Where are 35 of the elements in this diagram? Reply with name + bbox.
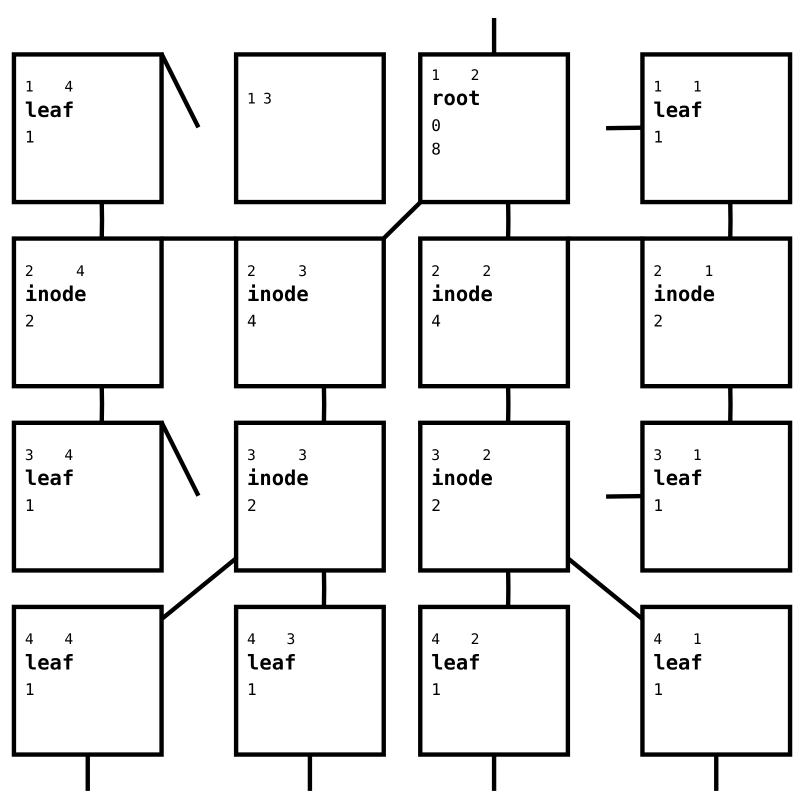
node-box: 1 4 leaf 1 — [12, 52, 164, 204]
connector — [160, 52, 200, 128]
connector — [160, 236, 238, 240]
node-box: 2 3 inode 4 — [234, 236, 386, 388]
connector — [322, 386, 326, 422]
node-box: 3 3 inode 2 — [234, 420, 386, 572]
connector — [506, 386, 511, 422]
node-box: 3 1 leaf 1 — [640, 420, 792, 572]
connector — [492, 17, 496, 54]
connector — [506, 202, 511, 238]
connector — [86, 754, 90, 790]
node-box: 4 4 leaf 1 — [12, 604, 164, 756]
connector — [160, 420, 200, 496]
node-box: 4 1 leaf 1 — [640, 604, 792, 756]
node-box: 1 2 root 0 8 — [418, 52, 570, 204]
connector — [492, 754, 496, 790]
node-box: 2 1 inode 2 — [640, 236, 792, 388]
node-box: 2 4 inode 2 — [12, 236, 164, 388]
node-box: 3 2 inode 2 — [418, 420, 570, 572]
node-box: 1 3 — [234, 52, 386, 204]
connector — [728, 386, 733, 422]
connector — [714, 754, 718, 790]
connector — [566, 236, 644, 240]
connector — [100, 202, 104, 238]
node-box: 1 1 leaf 1 — [640, 52, 792, 204]
connector — [308, 754, 312, 790]
node-box: 2 2 inode 4 — [418, 236, 570, 388]
connector — [100, 386, 104, 422]
node-box: 3 4 leaf 1 — [12, 420, 164, 572]
connector — [322, 570, 326, 606]
connector — [728, 202, 733, 238]
connector — [382, 200, 422, 240]
node-box: 4 2 leaf 1 — [418, 604, 570, 756]
connector — [506, 570, 511, 606]
node-box: 4 3 leaf 1 — [234, 604, 386, 756]
